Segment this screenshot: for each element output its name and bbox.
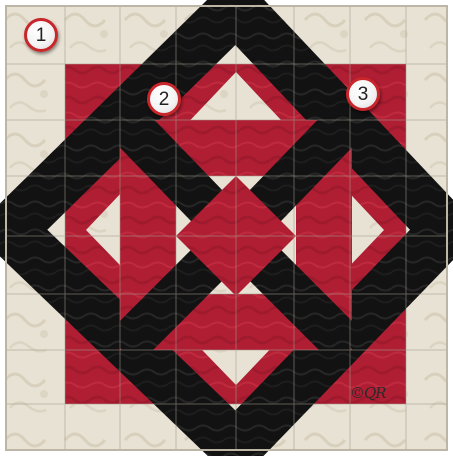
marker-3: 3 (346, 77, 380, 111)
marker-2-label: 2 (159, 90, 170, 109)
marker-1-label: 1 (36, 26, 47, 45)
marker-2: 2 (147, 82, 181, 116)
marker-3-label: 3 (358, 85, 369, 104)
marker-1: 1 (24, 18, 58, 52)
signature-mark: ©QR (350, 384, 386, 402)
